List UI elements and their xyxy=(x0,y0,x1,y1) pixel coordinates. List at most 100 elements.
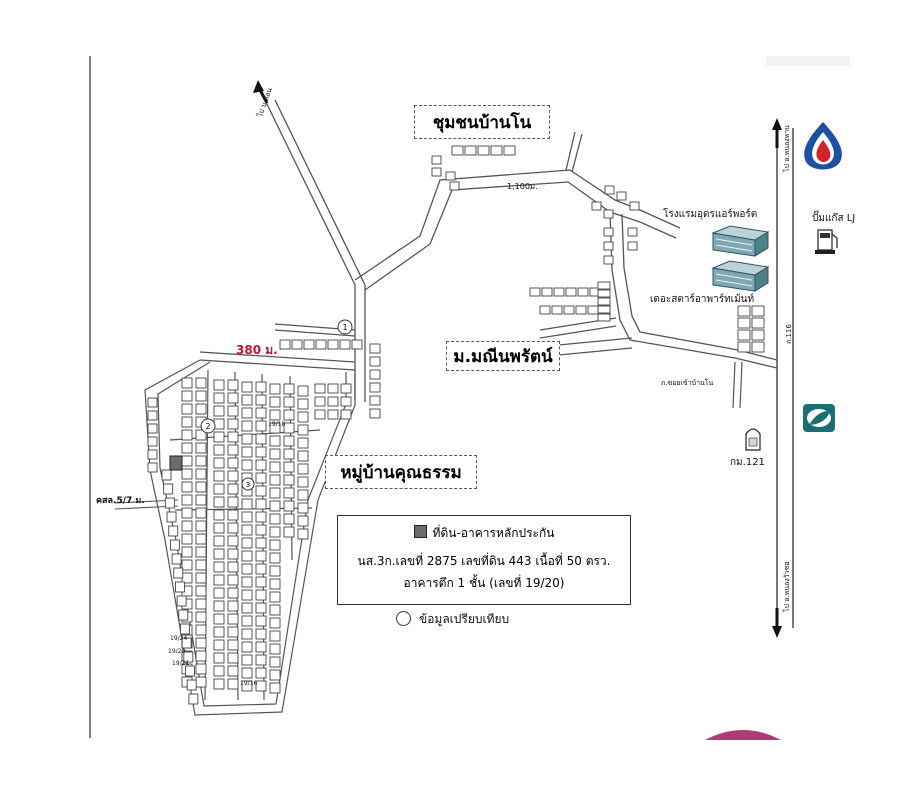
legend-box: ที่ดิน-อาคารหลักประกัน นส.3ก.เลขที่ 2875… xyxy=(337,515,631,605)
house-block xyxy=(297,528,309,540)
house-block xyxy=(255,537,267,549)
house-block xyxy=(241,641,253,653)
house-block xyxy=(181,403,193,415)
house-block xyxy=(269,682,281,694)
house-block xyxy=(147,423,158,434)
house-block xyxy=(181,416,193,428)
house-block xyxy=(587,305,599,315)
house-block xyxy=(269,617,281,629)
house-block xyxy=(195,676,207,688)
house-block xyxy=(227,483,239,495)
house-block xyxy=(327,339,339,350)
house-block xyxy=(195,403,207,415)
house-label-19-24: 19/24 xyxy=(170,635,188,642)
house-block xyxy=(269,526,281,538)
house-block xyxy=(255,472,267,484)
soi-ban-no-label: ถ.ซอยเข้าบ้านโน xyxy=(661,379,714,387)
house-block xyxy=(174,581,185,593)
house-block xyxy=(297,398,309,410)
house-block xyxy=(186,679,197,691)
north-arrow xyxy=(253,80,269,104)
legend-comparison-label: ข้อมูลเปรียบเทียบ xyxy=(419,612,510,626)
legend-collateral-row: ที่ดิน-อาคารหลักประกัน xyxy=(338,524,630,543)
house-block xyxy=(241,394,253,406)
house-block xyxy=(181,520,193,532)
house-block xyxy=(241,446,253,458)
house-block xyxy=(213,613,225,625)
house-block xyxy=(490,145,503,156)
house-block xyxy=(283,461,295,473)
house-block xyxy=(213,418,225,430)
house-block xyxy=(227,418,239,430)
house-block xyxy=(195,377,207,389)
house-block xyxy=(178,609,189,621)
house-block xyxy=(297,463,309,475)
house-block xyxy=(147,462,158,473)
house-block xyxy=(269,643,281,655)
house-block xyxy=(269,539,281,551)
house-block xyxy=(255,511,267,523)
house-block xyxy=(604,185,615,195)
house-block xyxy=(529,287,541,297)
house-block xyxy=(227,561,239,573)
house-block xyxy=(303,339,315,350)
legend-collateral-title: ที่ดิน-อาคารหลักประกัน xyxy=(432,526,555,540)
house-block xyxy=(195,481,207,493)
house-block xyxy=(283,383,295,395)
house-block xyxy=(168,525,179,537)
house-block xyxy=(195,611,207,623)
soi-5-7-label: คสล.5/7 ม. xyxy=(96,496,145,506)
house-block xyxy=(314,396,326,407)
house-block xyxy=(195,533,207,545)
house-block xyxy=(241,680,253,692)
house-block xyxy=(553,287,565,297)
house-block xyxy=(269,396,281,408)
apartment-label: เดอะสตาร์อาพาร์ทเม้นท์ xyxy=(650,294,755,305)
gas-pump-icon xyxy=(815,229,838,254)
house-block xyxy=(213,392,225,404)
house-block xyxy=(227,665,239,677)
house-block xyxy=(241,576,253,588)
house-block xyxy=(227,639,239,651)
house-block xyxy=(279,339,291,350)
house-block xyxy=(195,585,207,597)
house-block xyxy=(269,435,281,447)
house-block xyxy=(241,602,253,614)
house-block xyxy=(241,667,253,679)
house-block xyxy=(213,574,225,586)
house-block xyxy=(255,654,267,666)
house-block xyxy=(269,656,281,668)
house-block xyxy=(195,468,207,480)
comparison-circle-icon xyxy=(396,611,411,626)
house-block xyxy=(269,552,281,564)
house-block xyxy=(181,546,193,558)
legend-building-line: อาคารตึก 1 ชั้น (เลขที่ 19/20) xyxy=(403,576,565,590)
house-block xyxy=(181,429,193,441)
comparison-marker-3: 3 xyxy=(241,477,255,491)
house-block xyxy=(255,680,267,692)
house-block xyxy=(449,181,460,191)
house-block xyxy=(195,494,207,506)
legend-comparison-row: ข้อมูลเปรียบเทียบ xyxy=(396,610,509,629)
distance-380-label: 380 ม. xyxy=(236,343,278,357)
house-block xyxy=(597,313,611,322)
house-block xyxy=(195,598,207,610)
comparison-marker-1: 1 xyxy=(337,319,353,335)
house-block xyxy=(227,522,239,534)
house-block xyxy=(227,600,239,612)
house-block xyxy=(563,305,575,315)
house-block xyxy=(269,422,281,434)
house-block xyxy=(195,624,207,636)
house-block xyxy=(283,448,295,460)
house-block xyxy=(227,574,239,586)
house-block xyxy=(241,433,253,445)
house-block xyxy=(283,422,295,434)
house-block xyxy=(227,613,239,625)
house-block xyxy=(195,663,207,675)
house-block xyxy=(591,201,602,211)
ban-no-branch xyxy=(565,131,681,239)
house-block xyxy=(227,548,239,560)
house-block xyxy=(181,442,193,454)
house-block xyxy=(297,515,309,527)
hotel-label: โรงแรมอุดรแอร์พอร์ต xyxy=(663,209,758,220)
